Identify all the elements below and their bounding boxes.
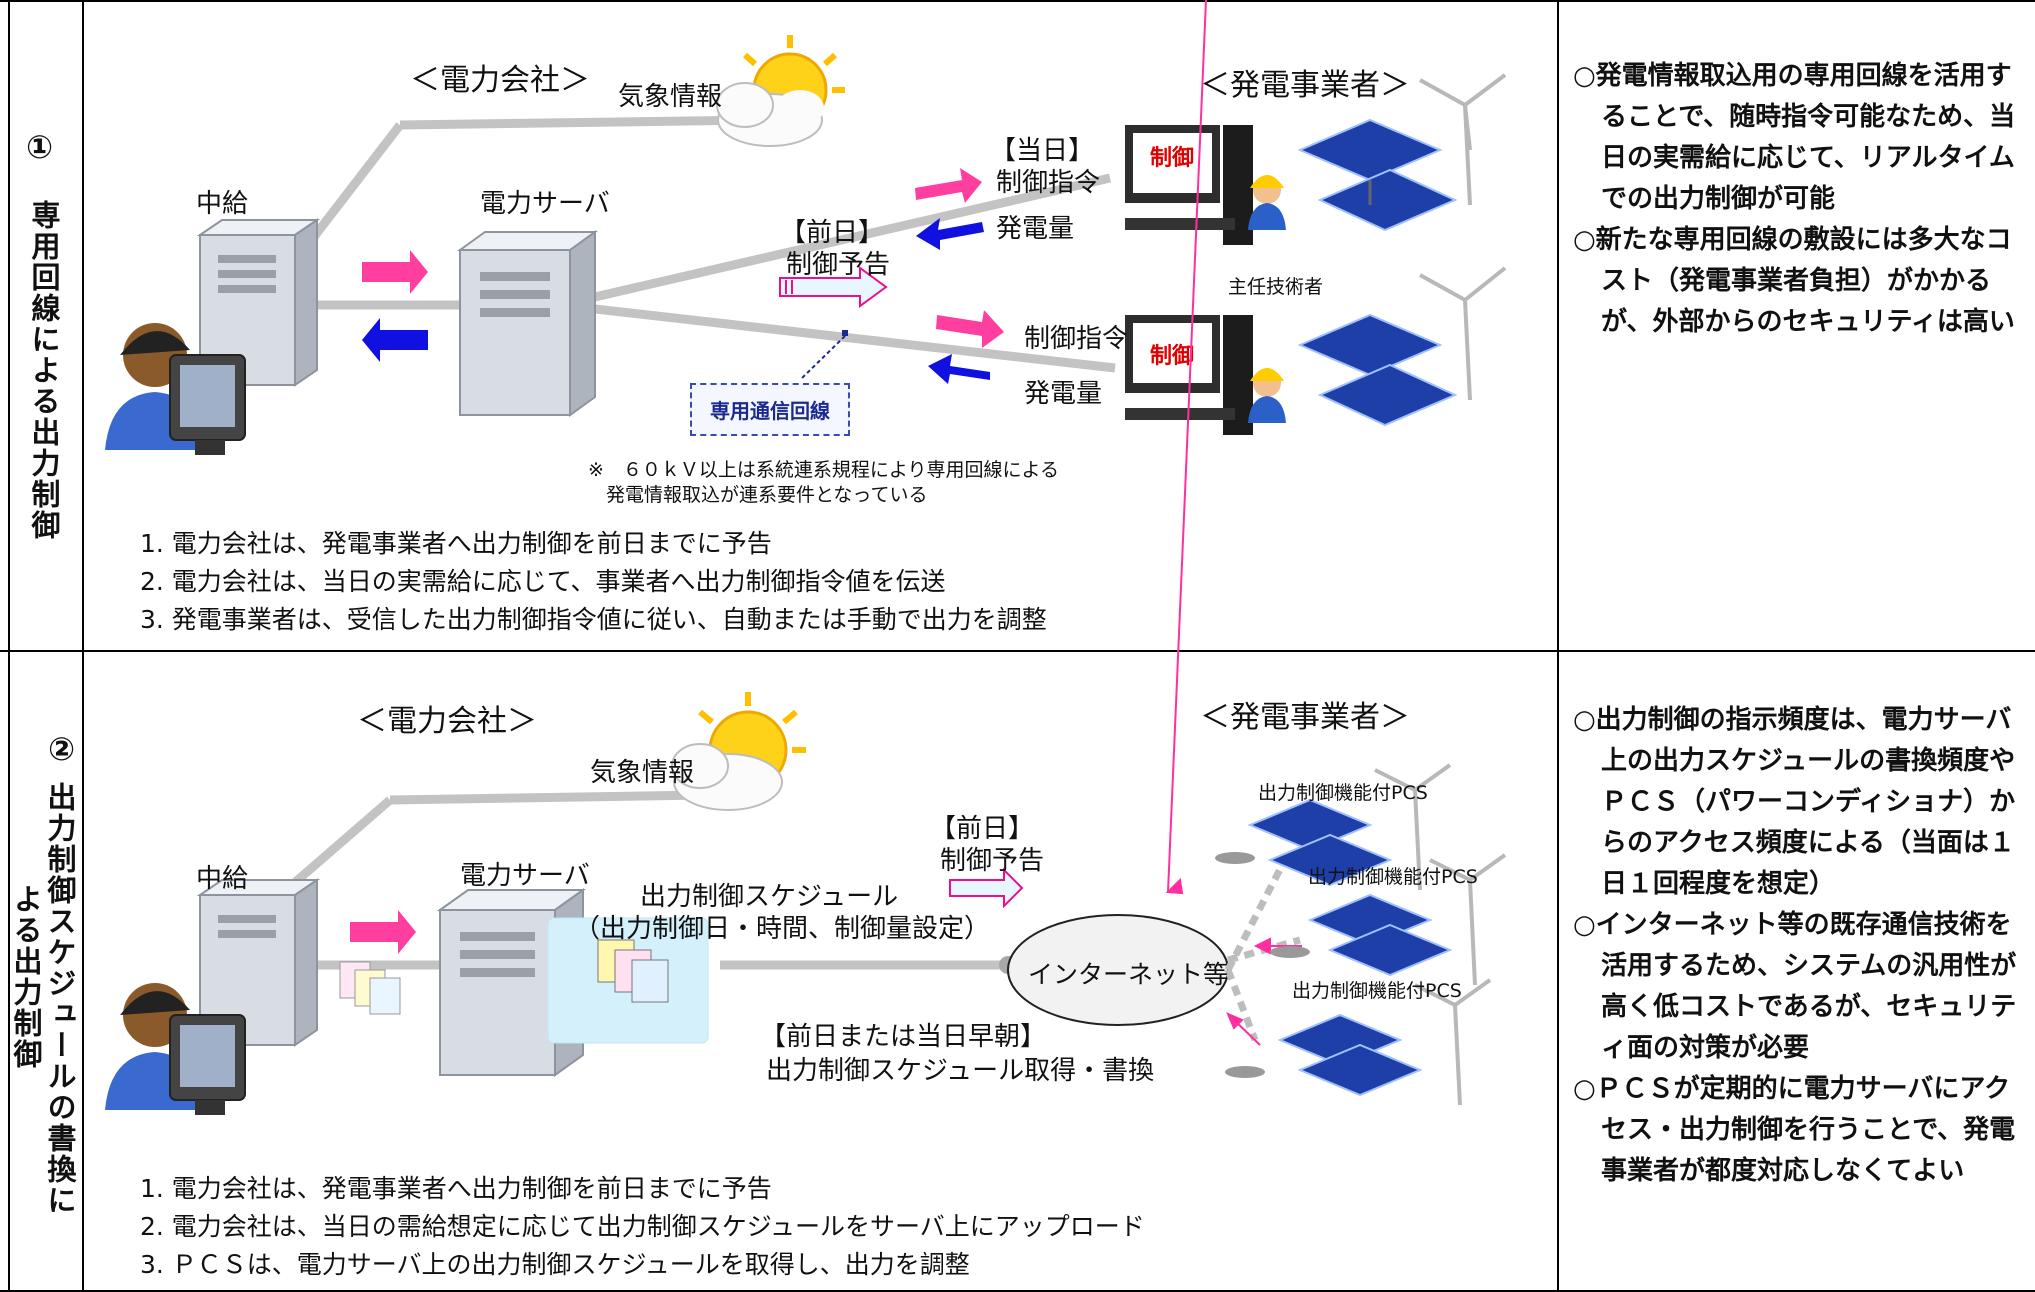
s1-producer-label: ＜発電事業者＞ bbox=[1200, 68, 1410, 103]
s1-company-label: ＜電力会社＞ bbox=[410, 63, 590, 98]
step-item: 2. 電力会社は、当日の実需給に応じて、事業者へ出力制御指令値を伝送 bbox=[140, 567, 946, 596]
s1-steps: 1. 電力会社は、発電事業者へ出力制御を前日までに予告 2. 電力会社は、当日の… bbox=[140, 525, 1047, 639]
pink-arrow bbox=[915, 168, 982, 203]
s2-internet-label: インターネット等 bbox=[1028, 960, 1229, 989]
wind-turbine-icon bbox=[1419, 73, 1507, 206]
power-server-icon bbox=[456, 230, 599, 417]
s1-footnote-1: ※ ６０ｋＶ以上は系統連系規程により専用回線による bbox=[588, 459, 1059, 481]
wind-turbine-icon bbox=[1374, 763, 1452, 891]
s1-prev-notice: 制御予告 bbox=[786, 250, 891, 280]
chukyu-server-icon bbox=[196, 218, 321, 387]
s2-pcs-label-3: 出力制御機能付PCS bbox=[1292, 980, 1462, 1002]
s1-chukyu-label: 中給 bbox=[196, 189, 249, 219]
step-item: 3. ＰＣＳは、電力サーバ上の出力制御スケジュールを取得し、出力を調整 bbox=[140, 1250, 970, 1279]
s2-company-label: ＜電力会社＞ bbox=[357, 704, 537, 739]
weather-sun-icon bbox=[671, 692, 806, 811]
blue-arrow bbox=[928, 354, 990, 384]
producer1-computer-icon bbox=[1125, 125, 1253, 245]
prev-day-arrow bbox=[779, 266, 888, 308]
weather-sun-icon bbox=[716, 35, 845, 147]
solar-panel-icon bbox=[1297, 313, 1458, 427]
step-item: 1. 電力会社は、発電事業者へ出力制御を前日までに予告 bbox=[140, 529, 772, 558]
s2-prev-tag: 【前日】 bbox=[930, 814, 1035, 844]
solar-panel-icon bbox=[1270, 893, 1453, 977]
s1-gen-amount-2: 発電量 bbox=[1024, 379, 1103, 409]
section1-title: 専用回線による出力制御 bbox=[27, 200, 61, 541]
engineer-icon bbox=[1248, 175, 1286, 230]
wind-turbine-icon bbox=[1429, 853, 1507, 986]
s1-control-screen-1: 制御 bbox=[1150, 146, 1195, 171]
table-border-left bbox=[8, 0, 10, 1292]
operator-icon bbox=[105, 323, 246, 455]
s1-server-label: 電力サーバ bbox=[480, 189, 610, 219]
chukyu-server-icon bbox=[196, 878, 321, 1047]
s2-server-label: 電力サーバ bbox=[460, 861, 590, 891]
section1-number: ① bbox=[26, 128, 54, 166]
blue-arrow bbox=[916, 218, 984, 250]
table-border-bottom bbox=[0, 1290, 2035, 1292]
remark-item: ○出力制御の指示頻度は、電力サーバ上の出力スケジュールの書換頻度やＰＣＳ（パワー… bbox=[1573, 705, 2016, 899]
s1-prev-tag: 【前日】 bbox=[780, 218, 885, 248]
dedicated-line-box: 専用通信回線 bbox=[690, 383, 850, 436]
s2-fetch-tag: 【前日または当日早朝】 bbox=[760, 1022, 1047, 1052]
wind-turbine-icon bbox=[1414, 978, 1492, 1106]
operator-icon bbox=[105, 983, 246, 1115]
s2-chukyu-label: 中給 bbox=[196, 864, 249, 894]
remark-item: ○インターネット等の既存通信技術を活用するため、システムの汎用性が高く低コストで… bbox=[1573, 910, 2017, 1063]
s2-fetch-text: 出力制御スケジュール取得・書換 bbox=[766, 1056, 1155, 1086]
blue-arrow bbox=[362, 318, 428, 362]
s1-today-tag: 【当日】 bbox=[990, 136, 1095, 166]
section2-number: ② bbox=[48, 730, 76, 768]
step-item: 1. 電力会社は、発電事業者へ出力制御を前日までに予告 bbox=[140, 1174, 772, 1203]
section2-title-col1: 出力制御スケジュールの書換に bbox=[43, 782, 77, 1216]
s2-weather-label: 気象情報 bbox=[590, 758, 695, 788]
solar-panel-icon bbox=[1297, 118, 1458, 232]
s2-producer-label: ＜発電事業者＞ bbox=[1200, 700, 1410, 735]
server-producer2-line bbox=[559, 300, 1116, 373]
weather-line bbox=[289, 796, 393, 889]
server-producer1-line bbox=[558, 173, 1112, 310]
remark-item: ○ＰＣＳが定期的に電力サーバにアクセス・出力制御を行うことで、発電事業者が都度対… bbox=[1573, 1074, 2016, 1186]
s1-footnote-2: 発電情報取込が連系要件となっている bbox=[606, 484, 928, 506]
s2-prev-notice: 制御予告 bbox=[940, 846, 1045, 876]
pink-arrow bbox=[362, 250, 428, 294]
step-item: 3. 発電事業者は、受信した出力制御指令値に従い、自動または手動で出力を調整 bbox=[140, 605, 1047, 634]
remarks-column-divider bbox=[1557, 0, 1559, 1292]
s1-control-screen-2: 制御 bbox=[1150, 344, 1195, 369]
s1-today-cmd: 制御指令 bbox=[996, 168, 1101, 198]
title-column-divider bbox=[82, 0, 84, 1292]
s2-schedule-detail: （出力制御日・時間、制御量設定） bbox=[574, 914, 991, 944]
producer2-computer-icon bbox=[1125, 315, 1253, 435]
s1-chief-engineer: 主任技術者 bbox=[1228, 276, 1324, 298]
row-divider bbox=[0, 650, 2035, 652]
s2-pcs-label-1: 出力制御機能付PCS bbox=[1258, 782, 1428, 804]
schedule-calendar-icon bbox=[597, 939, 669, 1003]
wind-turbine-icon bbox=[1419, 266, 1507, 401]
schedule-sheets-icon bbox=[339, 961, 401, 1015]
remark-item: ○発電情報取込用の専用回線を活用することで、随時指令可能なため、当日の実需給に応… bbox=[1573, 61, 2016, 214]
s1-gen-amount-1: 発電量 bbox=[996, 214, 1075, 244]
pink-arrow bbox=[936, 310, 1004, 348]
step-item: 2. 電力会社は、当日の需給想定に応じて出力制御スケジュールをサーバ上にアップロ… bbox=[140, 1212, 1145, 1241]
s2-steps: 1. 電力会社は、発電事業者へ出力制御を前日までに予告 2. 電力会社は、当日の… bbox=[140, 1170, 1145, 1284]
s2-pcs-label-2: 出力制御機能付PCS bbox=[1308, 866, 1478, 888]
engineer-icon bbox=[1248, 368, 1286, 423]
s2-schedule-label: 出力制御スケジュール bbox=[640, 882, 899, 912]
pink-arrow bbox=[350, 910, 416, 954]
weather-line-top bbox=[389, 790, 706, 805]
table-border-top bbox=[0, 0, 2035, 2]
s2-remarks: ○出力制御の指示頻度は、電力サーバ上の出力スケジュールの書換頻度やＰＣＳ（パワー… bbox=[1573, 700, 2025, 1192]
solar-panel-icon bbox=[1215, 798, 1393, 887]
prev-day-arrow bbox=[949, 867, 1024, 909]
s1-cmd-2: 制御指令 bbox=[1024, 324, 1129, 354]
s1-weather-label: 気象情報 bbox=[618, 82, 723, 112]
weather-line-top bbox=[399, 115, 761, 130]
section2-title-col2: よる出力制御 bbox=[9, 884, 43, 1070]
s1-remarks: ○発電情報取込用の専用回線を活用することで、随時指令可能なため、当日の実需給に応… bbox=[1573, 56, 2025, 343]
remark-item: ○新たな専用回線の敷設には多大なコスト（発電事業者負担）がかかるが、外部からのセ… bbox=[1573, 225, 2015, 337]
solar-panel-icon bbox=[1225, 1013, 1423, 1097]
